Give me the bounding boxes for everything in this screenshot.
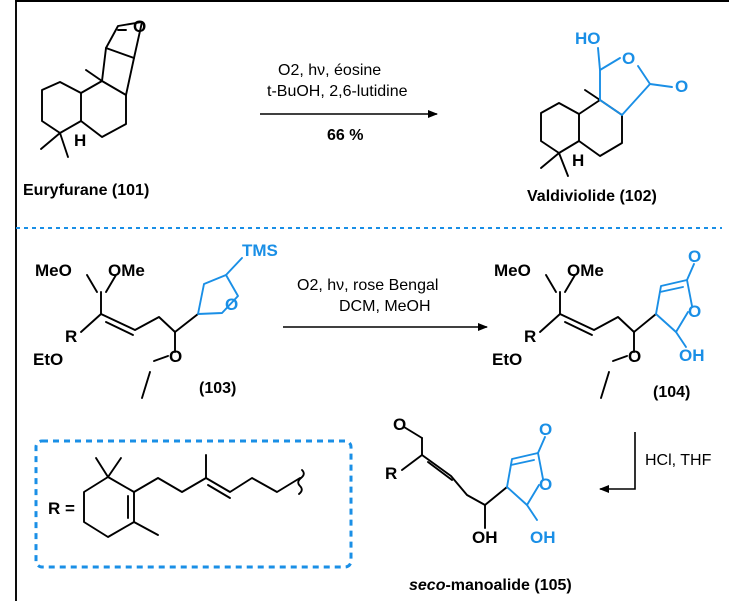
reaction-arrow-3 [599, 432, 636, 493]
methoxy-103-left: MeO [35, 261, 72, 280]
compound-104-structure [539, 263, 695, 399]
compound-103-structure [80, 257, 243, 399]
methoxy-104-right: OMe [567, 261, 604, 280]
lactone-oxygen-102: O [622, 49, 635, 68]
ether-oxygen-103: O [169, 347, 182, 366]
ethoxy-104: EtO [492, 350, 522, 369]
hydrogen-102: H [572, 151, 584, 170]
compound-label-103: (103) [199, 380, 236, 397]
hydrogen-101: H [74, 131, 86, 150]
methoxy-103-right: OMe [108, 261, 145, 280]
compound-label-105-rest: -manoalide (105) [445, 577, 571, 594]
conditions-3: HCl, THF [645, 452, 712, 469]
compound-label-102: Valdiviolide (102) [527, 188, 657, 205]
carbonyl-oxygen-105: O [539, 420, 552, 439]
compound-label-101: Euryfurane (101) [23, 182, 149, 199]
lactone-oxygen-105: O [539, 475, 552, 494]
conditions-1-line1: O2, hν, éosine [278, 62, 381, 79]
r-group-105: R [385, 464, 397, 483]
furan-oxygen-101: O [133, 17, 146, 36]
aldehyde-oxygen-105: O [393, 415, 406, 434]
compound-label-104: (104) [653, 384, 690, 401]
seco-manoalide-structure [401, 426, 546, 529]
furan-oxygen-103: O [225, 295, 238, 314]
lactone-oxygen-104: O [688, 302, 701, 321]
compound-label-105-italic: seco [409, 577, 446, 594]
hydroxyl-102: HO [575, 29, 601, 48]
r-group-104: R [524, 327, 536, 346]
euryfurane-structure [40, 21, 143, 158]
conditions-1-yield: 66 % [327, 127, 363, 144]
hydroxyl-105-ring: OH [530, 528, 556, 547]
carbonyl-oxygen-104: O [688, 247, 701, 266]
ethoxy-103: EtO [33, 350, 63, 369]
methoxy-104-left: MeO [494, 261, 531, 280]
conditions-2-line2: DCM, MeOH [339, 298, 431, 315]
scheme-frame [15, 0, 729, 601]
tms-103: TMS [242, 241, 278, 260]
r-group-box [34, 439, 353, 569]
r-group-103: R [65, 327, 77, 346]
conditions-2-line1: O2, hν, rose Bengal [297, 277, 438, 294]
r-equals-label: R = [48, 499, 75, 518]
carbonyl-oxygen-102: O [675, 77, 688, 96]
hydroxyl-104: OH [679, 346, 705, 365]
ether-oxygen-104: O [628, 347, 641, 366]
hydroxyl-105-chain: OH [472, 528, 498, 547]
compound-label-105: seco-manoalide (105) [409, 577, 572, 594]
conditions-1-line2: t-BuOH, 2,6-lutidine [267, 83, 408, 100]
valdiviolide-structure [540, 47, 673, 177]
